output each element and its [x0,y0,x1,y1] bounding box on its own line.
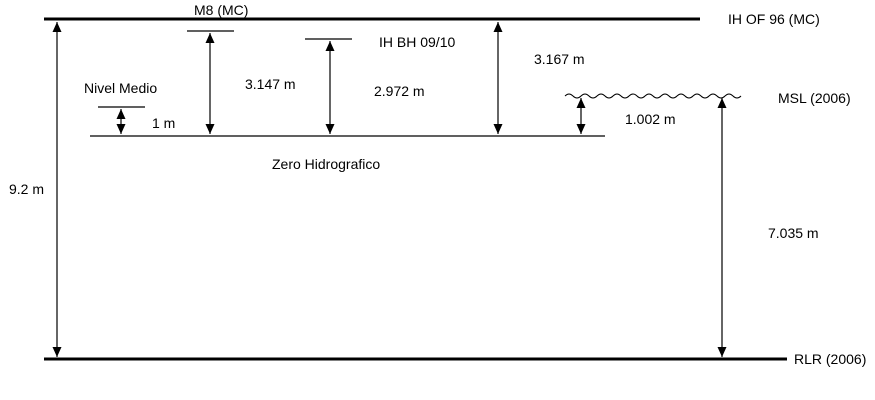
m8-height-label: 3.147 m [245,76,296,92]
m8-label: M8 (MC) [194,2,248,18]
rlr-label: RLR (2006) [794,351,866,367]
zero-hidrografico-label: Zero Hidrografico [272,156,380,172]
ih-bh-label: IH BH 09/10 [379,34,455,50]
total-height-label: 9.2 m [9,181,44,197]
ih-of-96-height-label: 3.167 m [534,51,585,67]
nivel-medio-label: Nivel Medio [84,80,157,96]
msl-label: MSL (2006) [778,90,851,106]
msl-to-rlr-height-label: 7.035 m [768,225,819,241]
nivel-medio-height-label: 1 m [152,115,175,131]
ih-of-96-label: IH OF 96 (MC) [728,11,820,27]
msl-wave [564,93,742,99]
ih-bh-height-label: 2.972 m [374,83,425,99]
msl-height-label: 1.002 m [625,111,676,127]
